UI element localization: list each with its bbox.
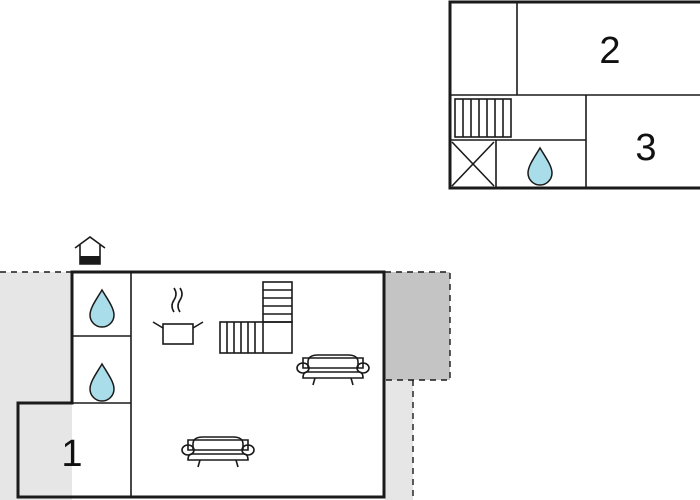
terrace-left — [0, 272, 72, 500]
cooking-pot-icon — [152, 287, 204, 345]
sofa-icon — [296, 354, 370, 386]
crossed-box-icon — [451, 141, 495, 187]
stairs-icon — [219, 281, 293, 354]
room-label-2: 2 — [599, 30, 620, 72]
stairs-icon — [454, 98, 512, 138]
sofa-icon — [181, 436, 255, 468]
water-drop-icon — [527, 147, 553, 186]
room-label-3: 3 — [635, 127, 656, 169]
ground-floor: 1 — [0, 236, 451, 500]
house-entrance-icon — [74, 236, 106, 265]
water-drop-icon — [89, 363, 115, 402]
terrace-covered — [385, 272, 450, 380]
terrace-right — [385, 380, 413, 500]
upper-floor: 2 3 — [448, 0, 700, 190]
water-drop-icon — [89, 289, 115, 328]
room-label-1: 1 — [61, 433, 82, 475]
